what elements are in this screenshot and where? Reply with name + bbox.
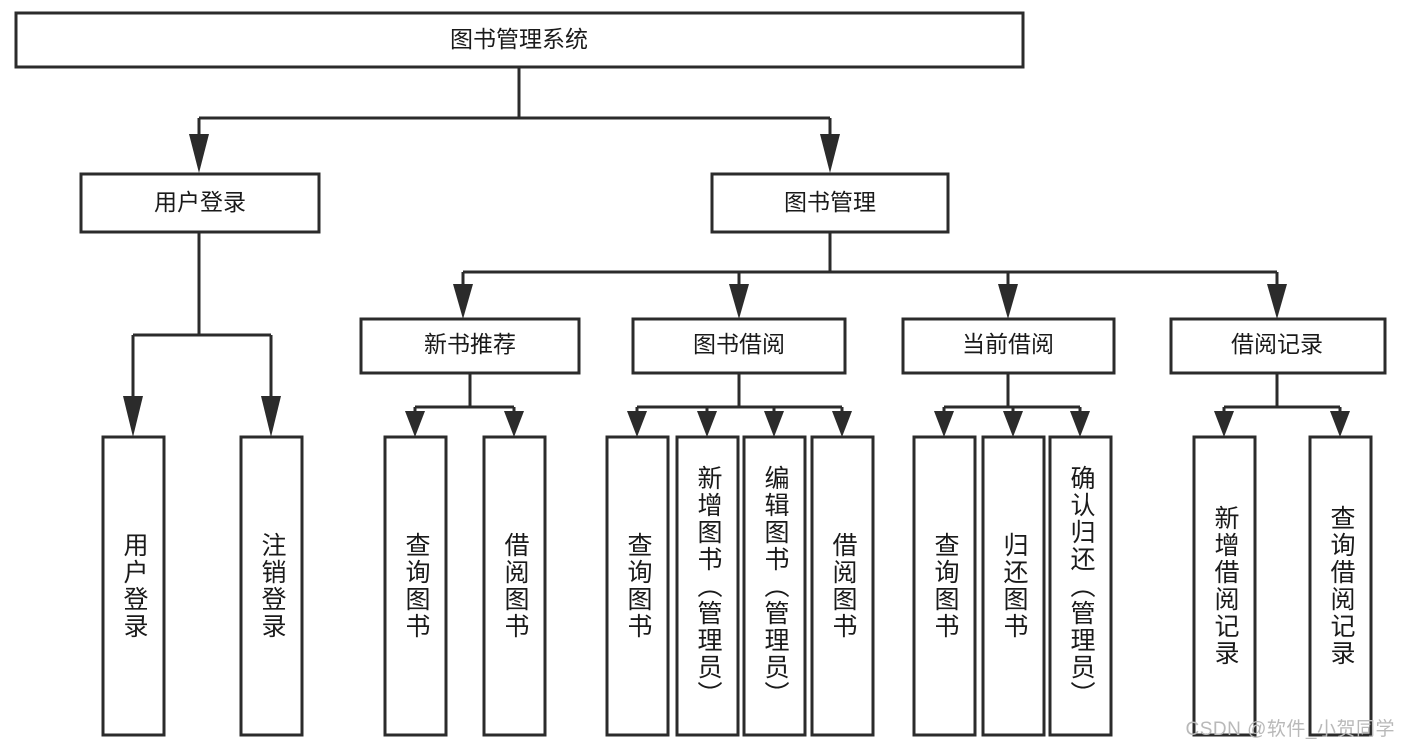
arrow-head-leaf-query-book-1 — [405, 411, 425, 437]
arrow-head-leaf-add-book — [697, 411, 717, 437]
connector-group-root — [189, 67, 840, 173]
leaf-box-edit-book[interactable] — [742, 435, 807, 737]
node-current-borrow-label: 当前借阅 — [962, 331, 1054, 357]
node-book-borrow-label: 图书借阅 — [693, 331, 785, 357]
leaf-box-return-book[interactable] — [981, 435, 1046, 737]
node-user-login-box[interactable] — [79, 172, 321, 234]
node-root[interactable]: 图书管理系统 — [14, 11, 1025, 69]
connector-group-book-borrow — [627, 373, 852, 437]
arrow-head-current-borrow — [998, 284, 1018, 319]
arrow-head-leaf-borrow-book-2 — [832, 411, 852, 437]
leaf-box-add-record[interactable] — [1192, 435, 1257, 737]
leaf-box-query-book-3[interactable] — [912, 435, 977, 737]
arrow-head-leaf-borrow-book-1 — [504, 411, 524, 437]
leaf-box-query-record[interactable] — [1308, 435, 1373, 737]
connector-group-borrow-record — [1214, 373, 1350, 437]
connector-group-book-manage — [453, 233, 1287, 319]
arrow-head-leaf-return-book — [1003, 411, 1023, 437]
node-current-borrow-box[interactable] — [901, 317, 1116, 375]
arrow-head-user-login — [189, 134, 209, 173]
node-user-login-label: 用户登录 — [154, 189, 246, 215]
connector-group-current-borrow — [934, 373, 1090, 437]
arrow-head-leaf-query-book-3 — [934, 411, 954, 437]
arrow-head-book-manage — [820, 134, 840, 173]
arrow-head-borrow-record — [1267, 284, 1287, 319]
leaf-box-add-book[interactable] — [675, 435, 740, 737]
node-user-login[interactable]: 用户登录 — [79, 172, 321, 234]
arrow-head-leaf-user-login — [123, 396, 143, 437]
arrow-head-leaf-add-record — [1214, 411, 1234, 437]
arrow-head-leaf-user-logout — [261, 396, 281, 437]
arrow-head-leaf-edit-book — [764, 411, 784, 437]
node-book-manage-box[interactable] — [710, 172, 950, 234]
connector-group-new-book-recommend — [405, 373, 524, 437]
arrow-head-new-book-recommend — [453, 284, 473, 319]
leaf-box-borrow-book-2[interactable] — [810, 435, 875, 737]
node-borrow-record[interactable]: 借阅记录 — [1169, 317, 1387, 375]
leaf-box-user-logout[interactable] — [239, 435, 304, 737]
node-book-borrow-box[interactable] — [631, 317, 847, 375]
node-book-manage[interactable]: 图书管理 — [710, 172, 950, 234]
leaf-box-confirm-return[interactable] — [1048, 435, 1113, 737]
node-current-borrow[interactable]: 当前借阅 — [901, 317, 1116, 375]
arrow-head-book-borrow — [729, 284, 749, 319]
node-root-label: 图书管理系统 — [450, 26, 588, 52]
node-borrow-record-box[interactable] — [1169, 317, 1387, 375]
csdn-watermark: CSDN @软件_小贺同学 — [1185, 719, 1395, 740]
arrow-head-leaf-confirm-return — [1070, 411, 1090, 437]
node-book-manage-label: 图书管理 — [784, 189, 876, 215]
arrow-head-leaf-query-record — [1330, 411, 1350, 437]
node-root-box[interactable] — [14, 11, 1025, 69]
node-borrow-record-label: 借阅记录 — [1231, 331, 1323, 357]
leaf-box-borrow-book-1[interactable] — [482, 435, 547, 737]
arrow-head-leaf-query-book-2 — [627, 411, 647, 437]
node-new-book-recommend-label: 新书推荐 — [424, 331, 516, 357]
leaf-box-user-login[interactable] — [101, 435, 166, 737]
connector-group-user-login — [123, 233, 281, 437]
leaf-box-query-book-1[interactable] — [383, 435, 448, 737]
node-new-book-recommend-box[interactable] — [359, 317, 581, 375]
leaf-box-query-book-2[interactable] — [605, 435, 670, 737]
node-book-borrow[interactable]: 图书借阅 — [631, 317, 847, 375]
node-new-book-recommend[interactable]: 新书推荐 — [359, 317, 581, 375]
